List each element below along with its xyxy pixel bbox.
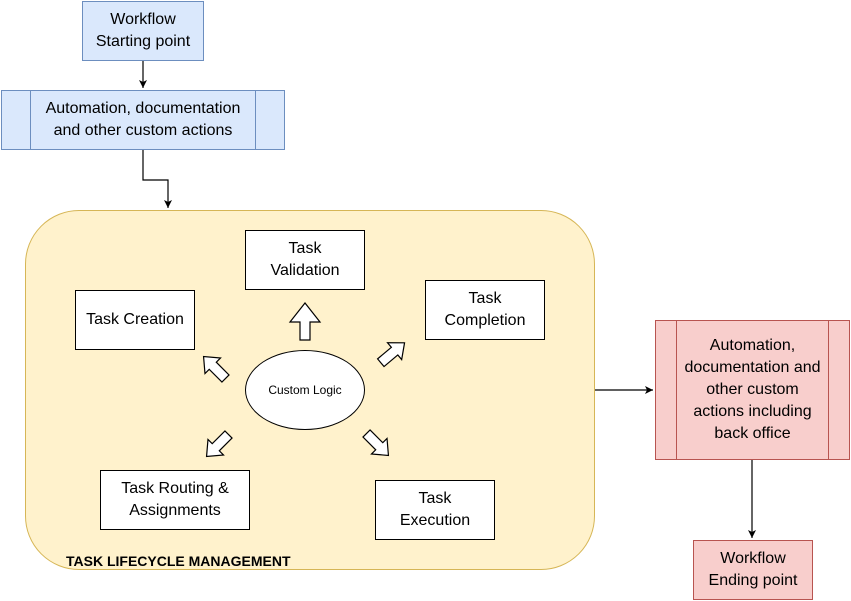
task-completion-node[interactable]: Task Completion xyxy=(425,280,545,340)
block-arrow-down-left xyxy=(205,430,233,458)
workflow-start-text: Workflow Starting point xyxy=(95,11,191,50)
task-validation-text: Task Validation xyxy=(270,240,340,279)
custom-logic-ellipse[interactable]: Custom Logic xyxy=(245,350,365,430)
process-bar-left xyxy=(676,321,677,459)
process-bar-right xyxy=(828,321,829,459)
workflow-end-text: Workflow Ending point xyxy=(708,550,798,589)
task-validation-node[interactable]: Task Validation xyxy=(245,230,365,290)
task-creation-text: Task Creation xyxy=(86,311,184,328)
connector-automation-to-lifecycle xyxy=(142,150,172,208)
task-creation-node[interactable]: Task Creation xyxy=(75,290,195,350)
block-arrow-down-right xyxy=(362,429,390,457)
block-arrow-up xyxy=(288,302,322,341)
automation-bottom-text: Automation, documentation and other cust… xyxy=(684,337,821,442)
task-execution-text: Task Execution xyxy=(399,490,471,529)
process-bar-right xyxy=(255,91,256,149)
task-routing-text: Task Routing & Assignments xyxy=(121,480,229,519)
task-completion-text: Task Completion xyxy=(444,290,526,329)
workflow-end-node[interactable]: Workflow Ending point xyxy=(693,540,813,600)
task-execution-node[interactable]: Task Execution xyxy=(375,480,495,540)
process-bar-left xyxy=(30,91,31,149)
automation-bottom-node[interactable]: Automation, documentation and other cust… xyxy=(655,320,850,460)
automation-top-node[interactable]: Automation, documentation and other cust… xyxy=(1,90,285,150)
automation-top-text: Automation, documentation and other cust… xyxy=(45,100,241,139)
block-arrow-up-left xyxy=(202,355,230,383)
lifecycle-label: TASK LIFECYCLE MANAGEMENT xyxy=(66,553,291,569)
custom-logic-text: Custom Logic xyxy=(268,383,342,397)
workflow-start-node[interactable]: Workflow Starting point xyxy=(82,1,204,61)
block-arrow-up-right xyxy=(376,342,406,368)
task-routing-node[interactable]: Task Routing & Assignments xyxy=(100,470,250,530)
